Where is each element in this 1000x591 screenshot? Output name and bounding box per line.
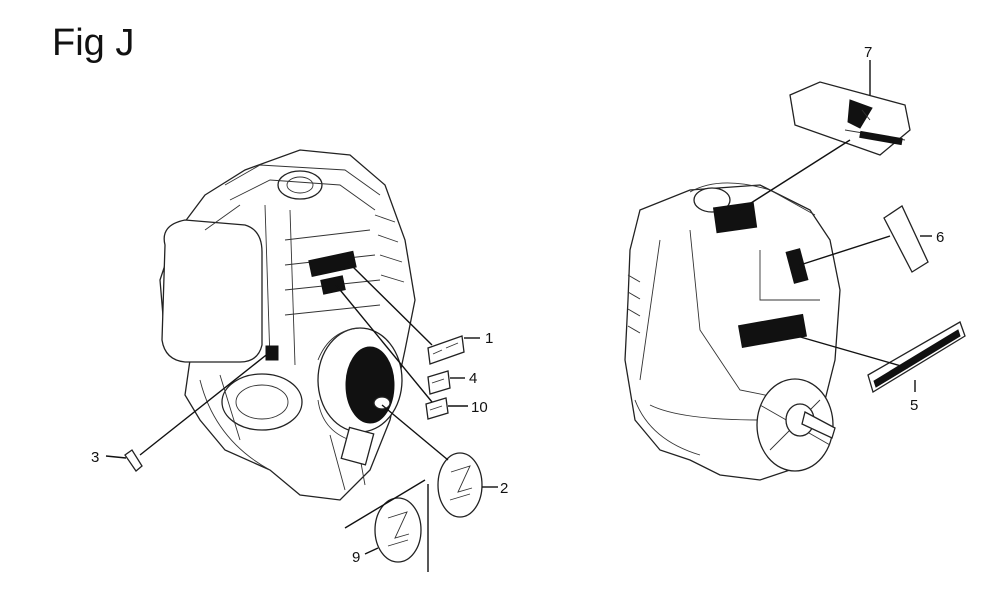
callout-3: 3 [91,449,99,466]
decal-part-6 [883,205,929,273]
decal-part-4 [427,370,451,395]
emblem-part-2 [437,452,483,518]
callout-labels: 1 2 3 4 5 6 7 9 10 [91,44,944,566]
callout-4: 4 [469,370,477,387]
left-engine-drawing [159,149,416,501]
callout-5: 5 [910,397,918,414]
decal-part-3 [124,449,143,472]
emblem-part-7 [789,81,911,156]
callout-2: 2 [500,480,508,497]
callout-1: 1 [485,330,493,347]
leader-lines [105,60,932,555]
decal-part-1 [427,335,465,365]
right-engine-drawing [624,182,841,481]
callout-10: 10 [471,399,488,416]
callout-7: 7 [864,44,872,61]
figure-title: Fig J [52,22,135,64]
decal-part-5 [867,321,966,393]
callout-9: 9 [352,549,360,566]
decal-part-10 [425,397,449,420]
callout-6: 6 [936,229,944,246]
emblem-part-9 [344,479,429,572]
